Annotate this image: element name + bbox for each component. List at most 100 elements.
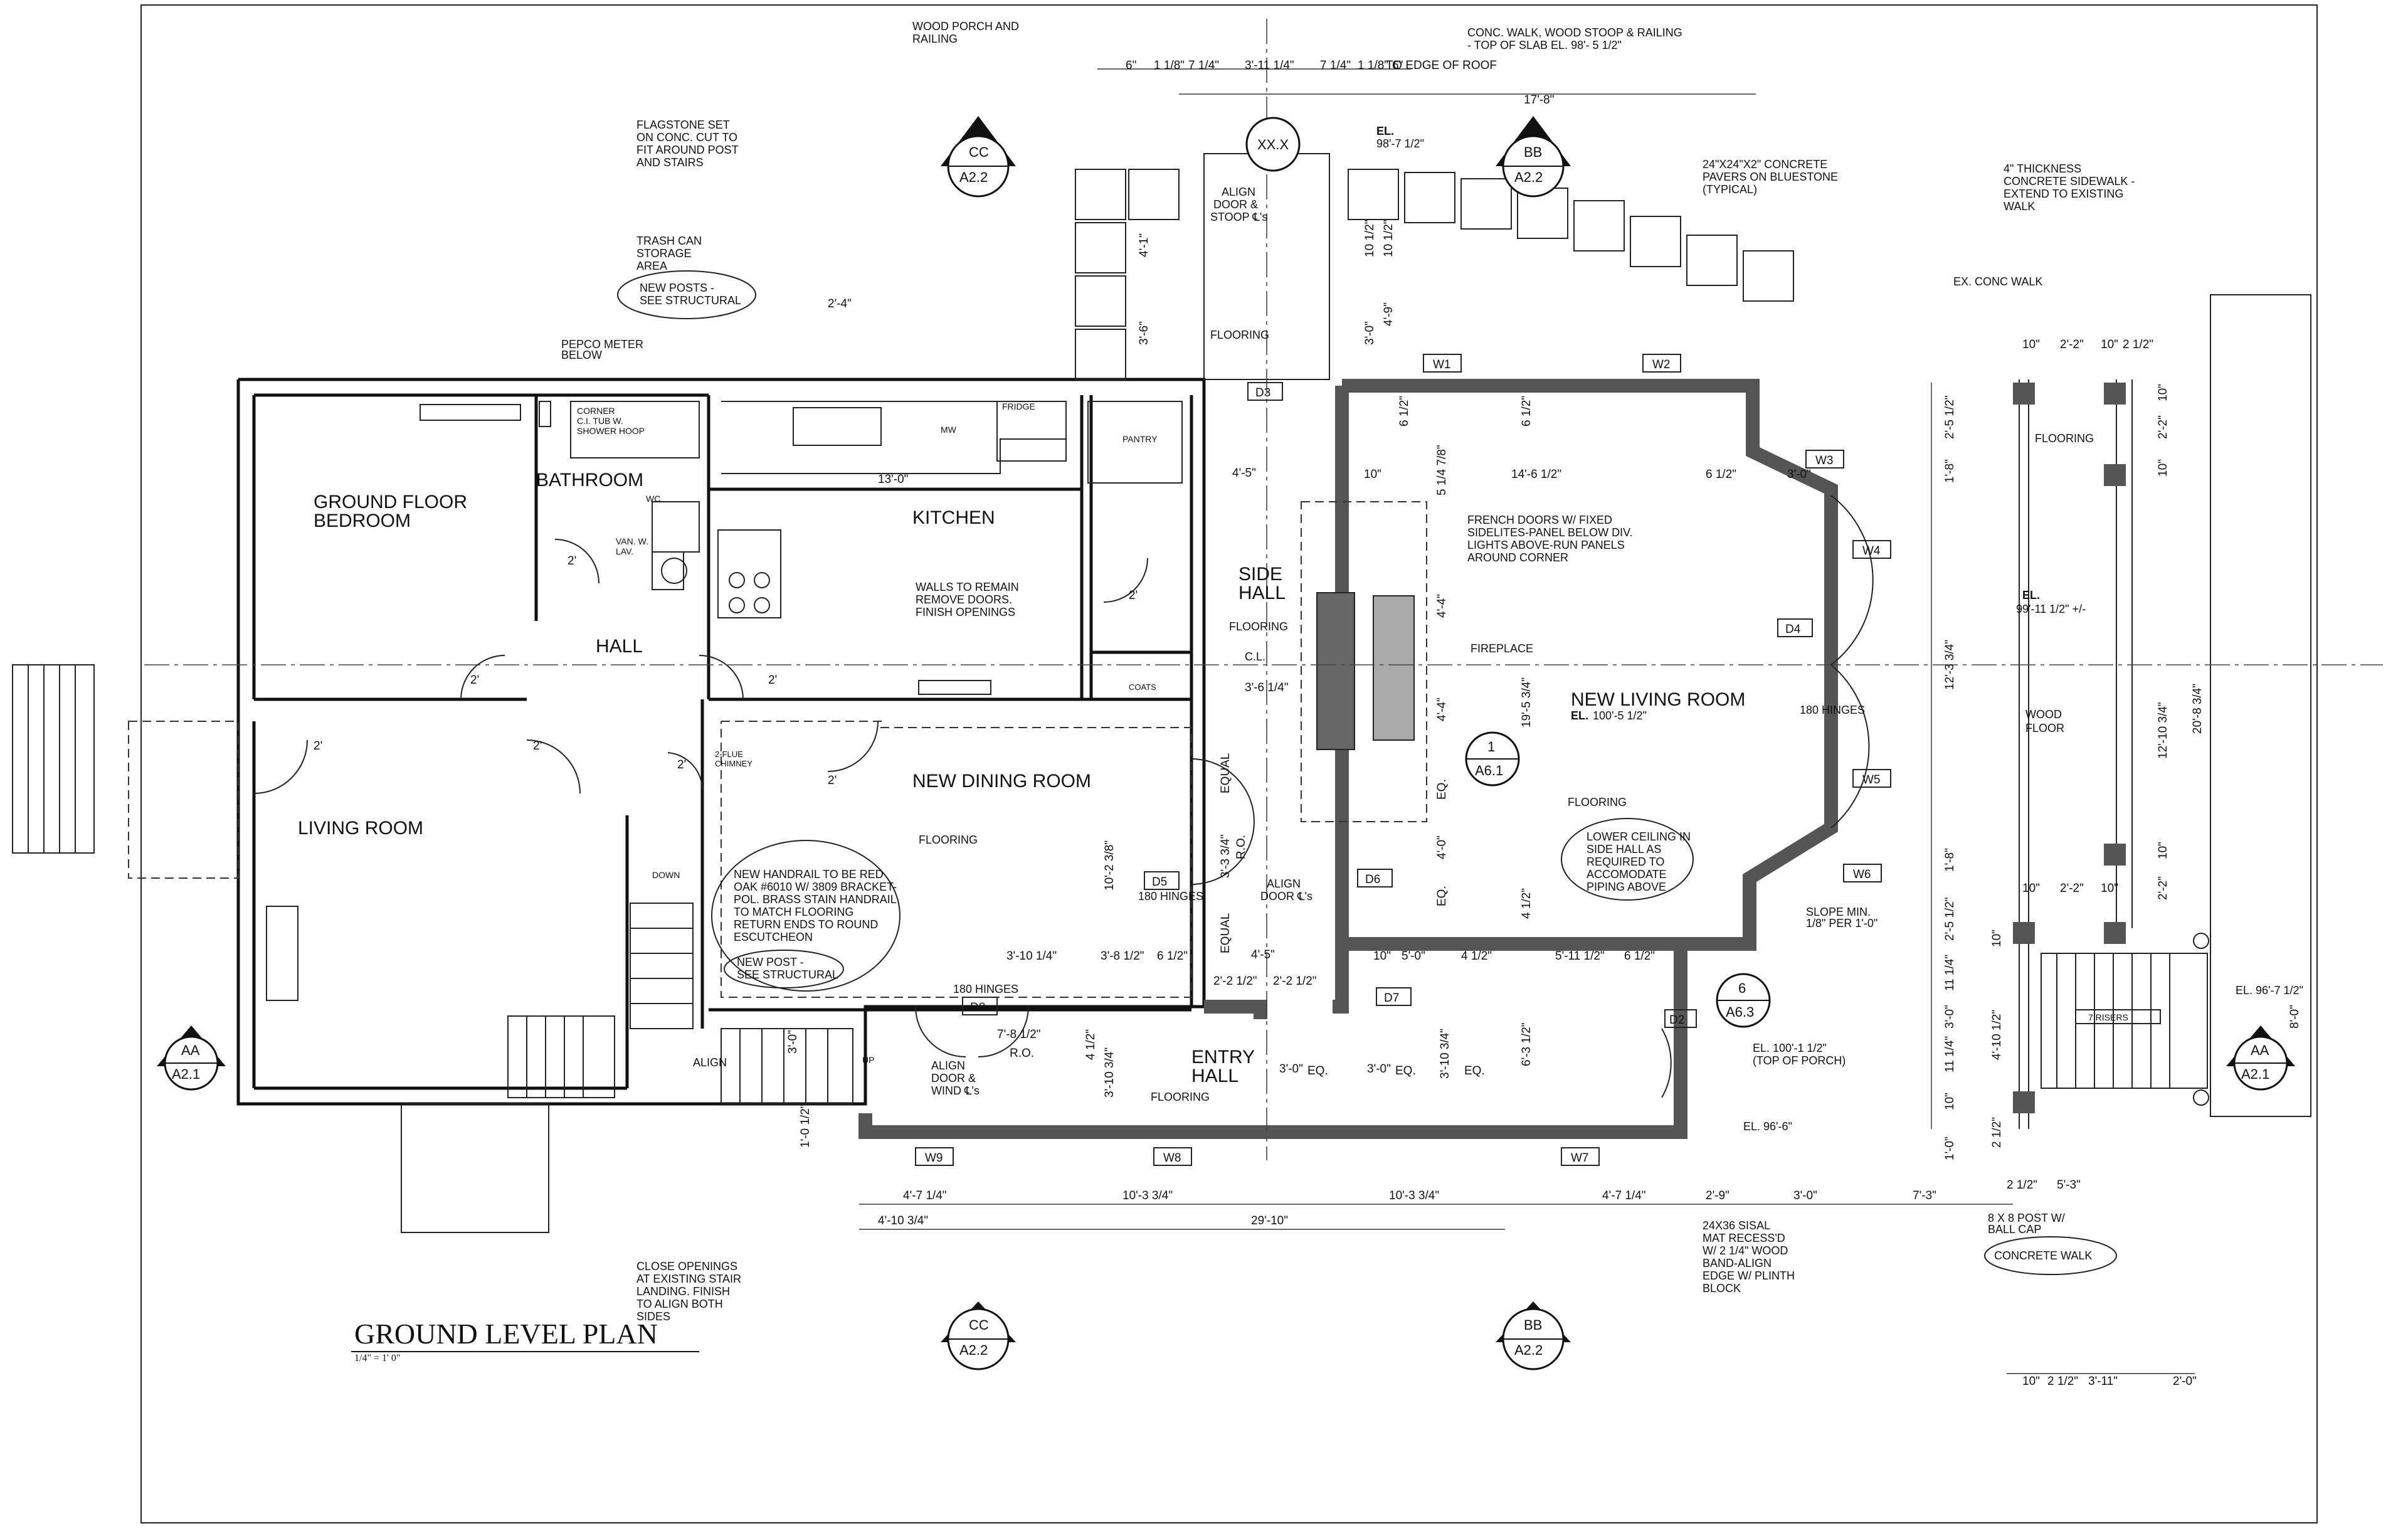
dimension-lines [144, 19, 2383, 1374]
dim-walk-bottom: 10" [2022, 1375, 2040, 1388]
detail-1-id: 1 [1487, 739, 1495, 755]
dim-stoop: 10 1/2" [1382, 220, 1395, 257]
dim-porch-right: 1'-8" [1943, 459, 1956, 483]
dim-porch-right: 2'-5 1/2" [1943, 897, 1956, 941]
dim-equal: EQUAL [1219, 913, 1232, 953]
note-tub-line3: SHOWER HOOP [577, 426, 645, 436]
note-conc-walk-line2: - TOP OF SLAB EL. 98'- 5 1/2" [1467, 39, 1622, 51]
dim-porch-right: 11 1/4" [1943, 955, 1956, 991]
section-cc-top-sheet: A2.2 [959, 169, 988, 185]
dim-top: 1 1/8" [1358, 59, 1388, 72]
dim-porch-right: 1'-8" [1943, 848, 1956, 872]
dim-bottom: 3'-0" [1793, 1189, 1817, 1202]
note-ex-conc-walk: EX. CONC WALK [1953, 275, 2042, 288]
note-walls-remain: WALLS TO REMAIN [916, 581, 1019, 593]
existing-walls [236, 378, 1206, 1106]
note-flagstone-line2: ON CONC. CUT TO [636, 131, 737, 144]
note-centreline: C.L. [1245, 650, 1265, 663]
room-side-hall: SIDE [1238, 564, 1282, 585]
note-sisal-line3: W/ 2 1/4" WOOD [1703, 1244, 1788, 1257]
note-align-door-cl-line2: DOOR ℄'s [1260, 890, 1312, 903]
dining-dashed-outline [721, 721, 1192, 998]
door-tag-d5: D5 [1152, 876, 1167, 889]
note-wood-porch: WOOD PORCH AND [912, 20, 1019, 33]
dim-eq: EQ. [1435, 886, 1449, 906]
dim-porch-right: 10" [1943, 1093, 1956, 1110]
dim-bottom: 7'-3" [1913, 1189, 1936, 1202]
room-living-room: LIVING ROOM [298, 818, 423, 839]
section-bb-top-sheet: A2.2 [1514, 169, 1543, 185]
note-french-doors-line4: AROUND CORNER [1467, 551, 1568, 564]
room-entry-hall-line2: HALL [1191, 1066, 1238, 1086]
dim-door-swing: 2' [533, 739, 542, 753]
dim-eq: EQ. [1464, 1064, 1485, 1078]
dim-porch-right: 11 1/4" [1943, 1036, 1956, 1073]
note-french-doors: FRENCH DOORS W/ FIXED [1467, 514, 1612, 526]
note-sisal-line5: EDGE W/ PLINTH [1703, 1269, 1795, 1282]
window-tag-w2: W2 [1652, 358, 1671, 371]
dim-porch-bottom: 4'-10 1/2" [1990, 1010, 2004, 1060]
dim-living-side: 19'-5 3/4" [1520, 677, 1533, 728]
note-trash-line3: AREA [636, 260, 667, 272]
cloud-new-posts [617, 270, 756, 319]
note-chimney: 2-FLUE [715, 750, 743, 759]
elevation-porch-top-note: (TOP OF PORCH) [1753, 1054, 1846, 1067]
concrete-pavers [1075, 153, 1794, 380]
dim-entry: 6 1/2" [1624, 950, 1655, 963]
dim-entry: 5'-0" [1402, 950, 1425, 963]
elevation-living-value: 100'-5 1/2" [1593, 709, 1647, 722]
note-flagstone-line4: AND STAIRS [636, 156, 704, 169]
room-kitchen: KITCHEN [912, 507, 995, 528]
dim-entry: 10" [1373, 950, 1391, 963]
window-tag-w1: W1 [1433, 358, 1451, 371]
room-hall: HALL [596, 636, 643, 657]
note-hinges-living: 180 HINGES [1800, 704, 1865, 716]
note-tub-line2: C.I. TUB W. [577, 416, 623, 426]
flooring-label: FLOORING [1210, 329, 1269, 341]
dim-porch-col: 20'-8 3/4" [2191, 684, 2204, 734]
drawing-scale: 1/4" = 1' 0" [354, 1353, 400, 1364]
dim-door-swing: 2' [768, 674, 777, 687]
dim-porch-col: 2 1/2" [2123, 338, 2153, 351]
note-handrail-line2: OAK #6010 W/ 3809 BRACKET- [734, 881, 897, 893]
dim-porch-col: 10" [2022, 882, 2040, 895]
note-hinges-d5: 180 HINGES [1138, 890, 1203, 903]
note-handrail-line5: RETURN ENDS TO ROUND [734, 918, 878, 931]
dim-porch-bottom: 2 1/2" [1990, 1117, 2004, 1148]
window-tag-w9: W9 [925, 1152, 943, 1165]
note-french-doors-line3: LIGHTS ABOVE-RUN PANELS [1467, 539, 1625, 551]
dim-entry: 4 1/2" [1461, 950, 1492, 963]
note-chimney-line2: CHIMNEY [715, 759, 752, 768]
note-pavers-line2: PAVERS ON BLUESTONE [1703, 171, 1838, 183]
kitchen-counters [717, 401, 1183, 695]
dim-dining: 3'-8 1/2" [1101, 950, 1144, 963]
note-sisal: 24X36 SISAL [1703, 1219, 1770, 1232]
dim-dining: 2'-2 1/2" [1213, 975, 1257, 988]
section-cc-bottom-id: CC [969, 1317, 989, 1333]
dim-living-side: 4'-0" [1435, 835, 1449, 859]
note-conc-walk: CONC. WALK, WOOD STOOP & RAILING [1467, 26, 1682, 39]
dim-equal: EQUAL [1219, 753, 1232, 793]
note-sidewalk-line4: WALK [2004, 200, 2035, 213]
note-lower-ceiling-line2: SIDE HALL AS [1587, 843, 1661, 856]
dim-dining: 3'-3 3/4" [1219, 834, 1232, 878]
dim-side-hall: 3'-6 1/4" [1245, 681, 1289, 694]
dim-eq: EQ. [1395, 1064, 1416, 1078]
window-tag-w8: W8 [1163, 1152, 1181, 1165]
door-tag-d8: D8 [970, 1001, 985, 1014]
dim-bottom: 2'-9" [1706, 1189, 1729, 1202]
door-tag-d6: D6 [1365, 873, 1380, 886]
note-close-openings-line5: SIDES [636, 1310, 670, 1323]
note-close-openings-line3: LANDING. FINISH [636, 1285, 730, 1298]
dim-porch-col: 10" [2022, 338, 2040, 351]
dim-door-swing: 2' [828, 774, 837, 787]
note-new-posts: NEW POSTS - [640, 282, 714, 294]
section-cc-top-id: CC [969, 144, 989, 160]
dim-entry: 3'-0" [1367, 1062, 1391, 1076]
dim-porch-right: 1'-0" [1943, 1136, 1956, 1160]
note-close-openings: CLOSE OPENINGS [636, 1260, 737, 1273]
dim-dining: 7'-8 1/2" [997, 1028, 1041, 1041]
dim-living-side: 6 1/2" [1398, 396, 1411, 426]
elevation-porch-value: 99'-11 1/2" +/- [2016, 603, 2086, 615]
note-lower-ceiling: LOWER CEILING IN [1587, 830, 1691, 843]
